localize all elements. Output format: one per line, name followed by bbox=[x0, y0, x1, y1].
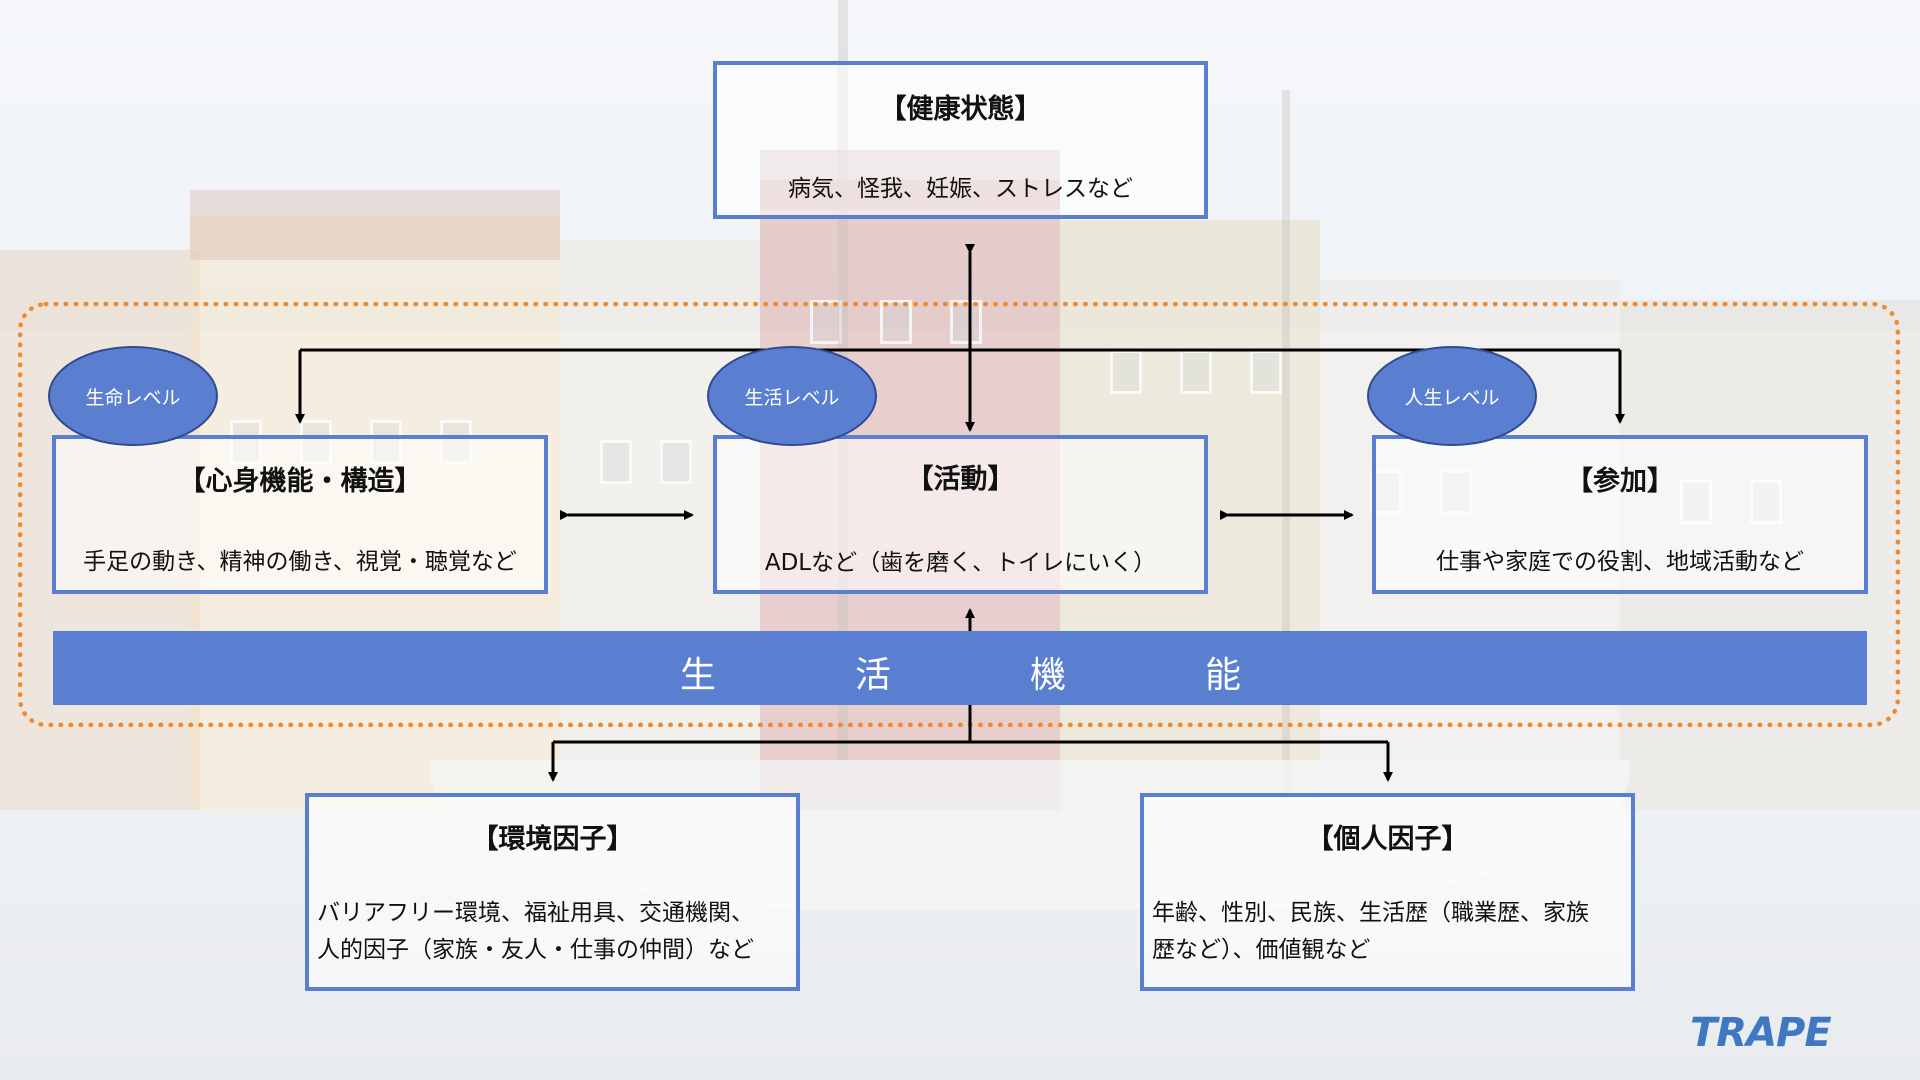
activity-box: 【活動】 ADLなど（歯を磨く、トイレにいく） bbox=[713, 435, 1208, 594]
personal-factors-desc-line1: 年齢、性別、民族、生活歴（職業歴、家族 bbox=[1152, 900, 1589, 926]
environmental-factors-desc-line2: 人的因子（家族・友人・仕事の仲間）など bbox=[317, 937, 754, 963]
health-condition-desc: 病気、怪我、妊娠、ストレスなど bbox=[788, 176, 1133, 202]
life-level-label: 生命レベル bbox=[85, 386, 181, 409]
health-condition-box: 【健康状態】 病気、怪我、妊娠、ストレスなど bbox=[713, 61, 1208, 219]
band-char-4: 能 bbox=[1205, 655, 1242, 696]
trape-logo: TRAPE bbox=[1690, 1010, 1832, 1056]
lifetime-level-badge: 人生レベル bbox=[1367, 346, 1537, 446]
lifetime-level-label: 人生レベル bbox=[1404, 386, 1500, 409]
participation-box: 【参加】 仕事や家庭での役割、地域活動など bbox=[1372, 435, 1868, 594]
body-function-title: 【心身機能・構造】 bbox=[178, 466, 422, 497]
body-function-desc: 手足の動き、精神の働き、視覚・聴覚など bbox=[83, 549, 517, 575]
body-function-box: 【心身機能・構造】 手足の動き、精神の働き、視覚・聴覚など bbox=[52, 435, 548, 594]
personal-factors-box: 【個人因子】 年齢、性別、民族、生活歴（職業歴、家族 歴など）、価値観など bbox=[1140, 793, 1635, 991]
environmental-factors-desc-line1: バリアフリー環境、福祉用具、交通機関、 bbox=[317, 900, 754, 926]
band-char-3: 機 bbox=[1030, 655, 1067, 696]
life-function-band: 生 活 機 能 bbox=[53, 631, 1867, 705]
activity-title: 【活動】 bbox=[906, 464, 1015, 495]
personal-factors-desc-line2: 歴など）、価値観など bbox=[1152, 937, 1371, 963]
life-level-badge: 生命レベル bbox=[48, 346, 218, 446]
environmental-factors-title: 【環境因子】 bbox=[471, 824, 634, 855]
participation-desc: 仕事や家庭での役割、地域活動など bbox=[1436, 549, 1804, 575]
trape-logo-text: TRAPE bbox=[1690, 1010, 1832, 1056]
activity-desc: ADLなど（歯を磨く、トイレにいく） bbox=[764, 550, 1157, 576]
participation-title: 【参加】 bbox=[1566, 466, 1674, 497]
life-function-frame bbox=[18, 302, 1900, 727]
living-level-label: 生活レベル bbox=[744, 386, 840, 409]
living-level-badge: 生活レベル bbox=[707, 346, 877, 446]
health-condition-title: 【健康状態】 bbox=[879, 94, 1042, 125]
band-char-2: 活 bbox=[855, 655, 892, 696]
band-char-1: 生 bbox=[680, 655, 717, 696]
environmental-factors-box: 【環境因子】 バリアフリー環境、福祉用具、交通機関、 人的因子（家族・友人・仕事… bbox=[305, 793, 800, 991]
personal-factors-title: 【個人因子】 bbox=[1306, 824, 1469, 855]
